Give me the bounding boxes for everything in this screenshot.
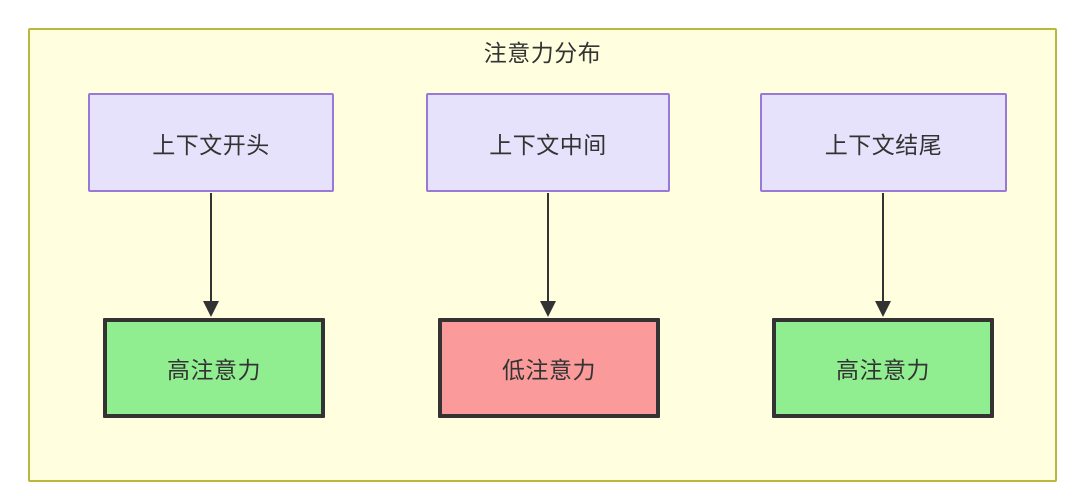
node-label: 高注意力 — [167, 357, 261, 383]
node-label: 上下文开头 — [152, 131, 270, 158]
node-high-attention-end[interactable]: 高注意力 — [772, 318, 994, 418]
node-context-end[interactable]: 上下文结尾 — [760, 93, 1007, 192]
node-label: 上下文结尾 — [824, 131, 943, 158]
node-label: 高注意力 — [836, 357, 930, 383]
node-context-middle[interactable]: 上下文中间 — [426, 93, 670, 192]
node-label: 低注意力 — [502, 357, 596, 383]
node-low-attention-middle[interactable]: 低注意力 — [438, 318, 660, 418]
node-context-start[interactable]: 上下文开头 — [88, 93, 334, 192]
node-label: 上下文中间 — [489, 131, 607, 158]
node-high-attention-start[interactable]: 高注意力 — [103, 318, 325, 418]
diagram-title: 注意力分布 — [483, 40, 602, 66]
